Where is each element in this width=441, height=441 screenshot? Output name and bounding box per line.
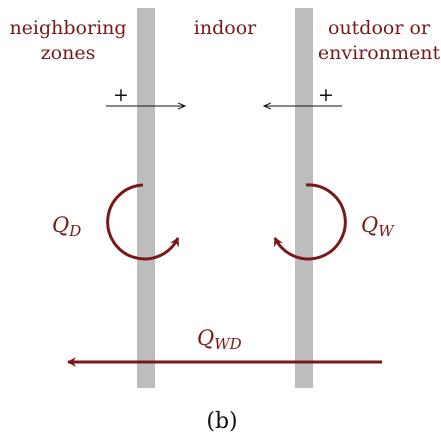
q-wd-subscript: WD <box>214 335 241 353</box>
q-d-symbol: Q <box>52 213 69 237</box>
right-zone-label-line1: outdoor or <box>328 17 431 39</box>
q-wd-label: QWD <box>197 326 242 353</box>
right-plus-sign: + <box>318 84 334 106</box>
left-wall <box>137 8 155 388</box>
middle-zone-label: indoor <box>194 17 257 39</box>
left-zone-label-line2: zones <box>41 42 96 64</box>
q-wd-symbol: Q <box>197 326 214 350</box>
left-zone-label-line1: neighboring <box>9 17 126 39</box>
q-w-circular-arrow <box>273 183 347 261</box>
q-d-subscript: D <box>68 222 81 240</box>
q-w-subscript: W <box>378 222 395 240</box>
figure-caption: (b) <box>206 409 237 434</box>
q-w-symbol: Q <box>361 213 378 237</box>
right-zone-label-line2: environment <box>318 42 441 64</box>
q-d-circular-arrow <box>106 183 180 261</box>
q-d-label: QD <box>52 213 81 240</box>
q-w-label: QW <box>361 213 395 240</box>
right-wall <box>295 8 313 388</box>
left-plus-sign: + <box>113 84 129 106</box>
